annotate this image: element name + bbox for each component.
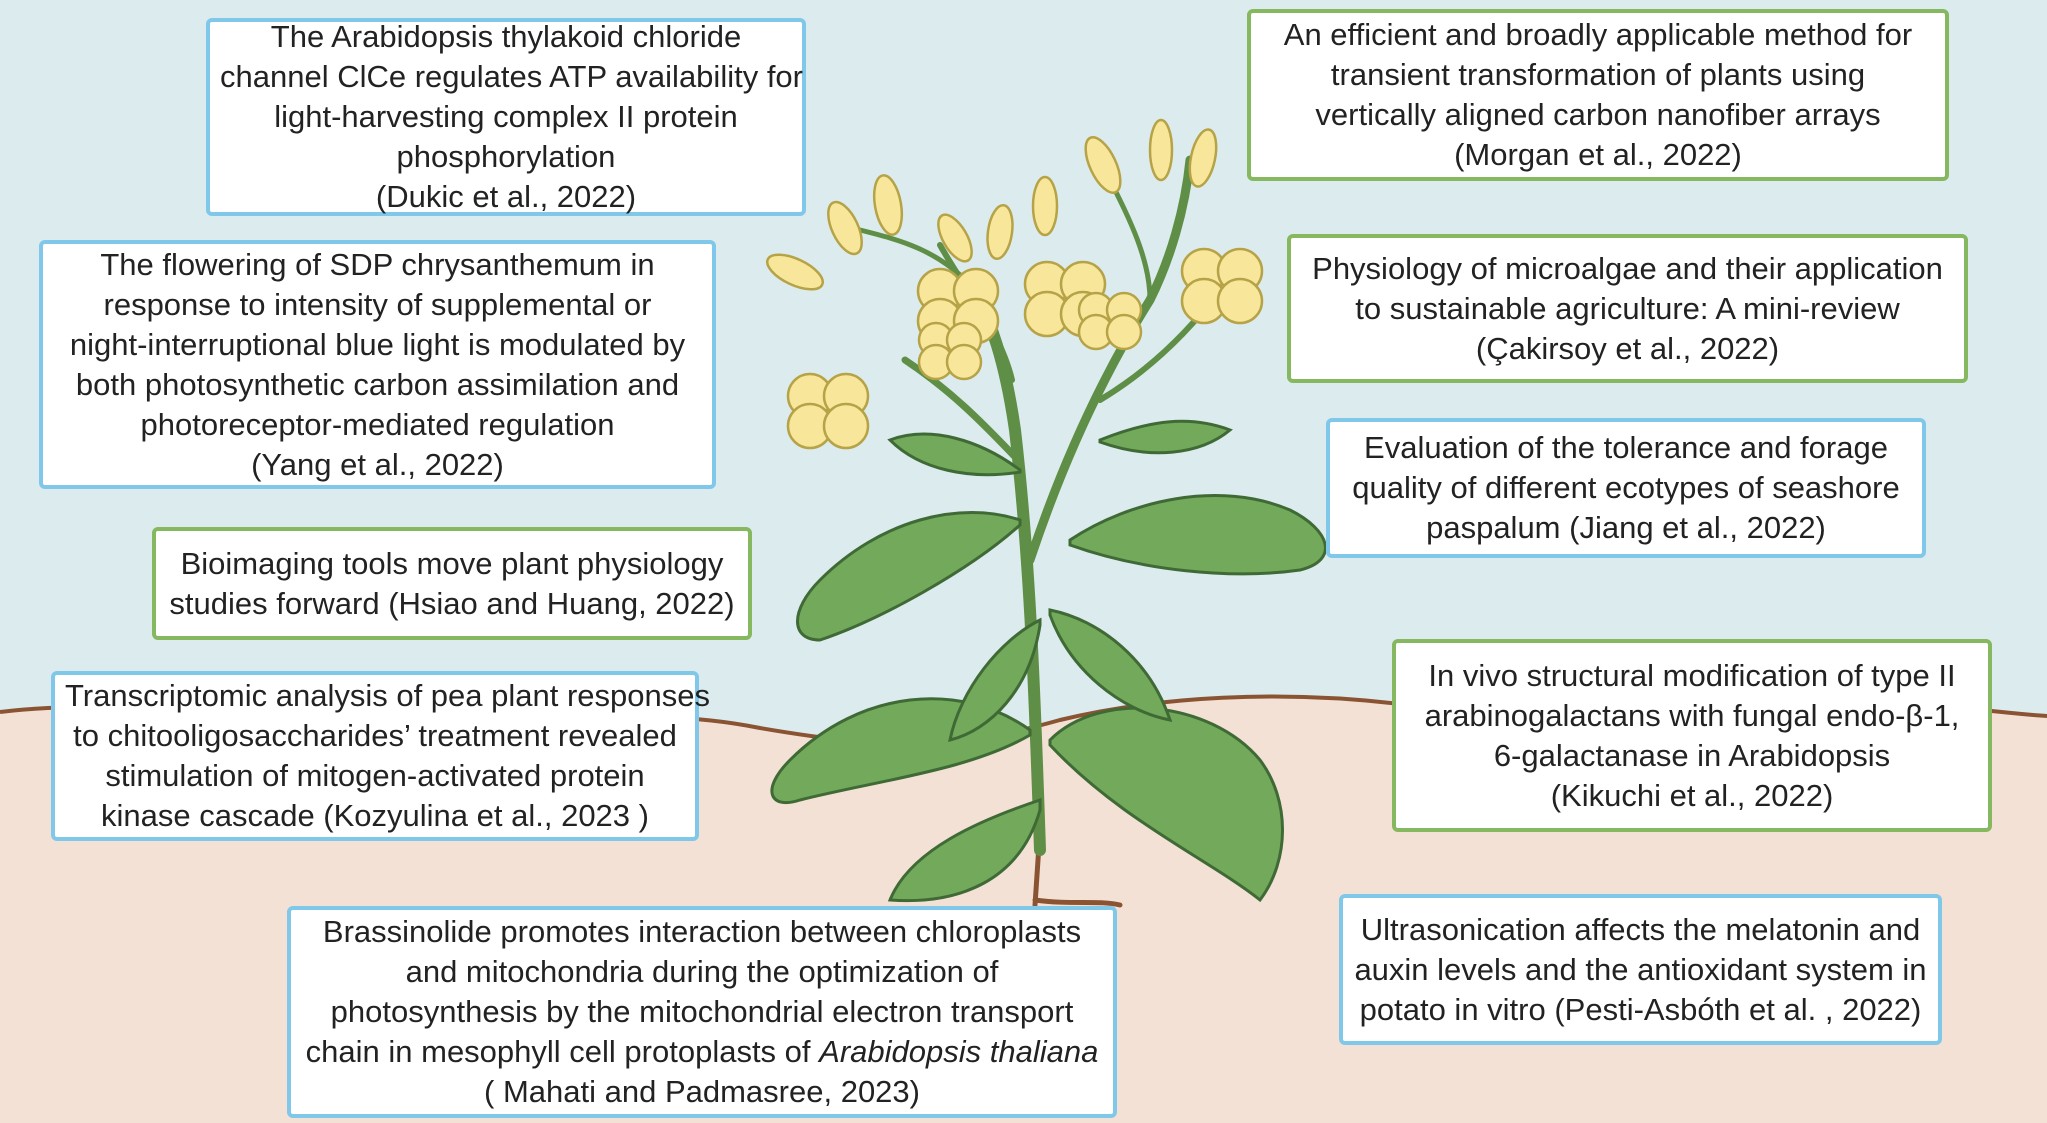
article-box-dukic: The Arabidopsis thylakoid chloride chann…: [206, 18, 806, 216]
plant-branch: [1107, 177, 1153, 303]
flower-bud: [827, 200, 863, 256]
species-name: Arabidopsis thaliana: [819, 1034, 1099, 1069]
article-text-line: In vivo structural modification of type …: [1428, 657, 1956, 693]
article-text-line: Bioimaging tools move plant physiology: [180, 545, 724, 581]
article-text-line: stimulation of mitogen-activated protein: [105, 758, 645, 793]
article-text-line: studies forward (Hsiao and Huang, 2022): [169, 585, 735, 621]
article-text-line: light-harvesting complex II protein: [274, 99, 738, 134]
article-text-line: night-interruptional blue light is modul…: [69, 326, 686, 362]
article-text-line: to sustainable agriculture: A mini-revie…: [1355, 290, 1900, 326]
article-text-line: auxin levels and the antioxidant system …: [1354, 951, 1927, 987]
article-citation: (Kikuchi et al., 2022): [1550, 777, 1834, 813]
flower-bud: [766, 253, 824, 291]
article-text-line: An efficient and broadly applicable meth…: [1283, 17, 1913, 52]
article-box-mahati: Brassinolide promotes interaction betwee…: [287, 906, 1117, 1118]
plant-leaf: [1048, 608, 1173, 722]
flower-bud: [1031, 175, 1059, 237]
article-citation: (Dukic et al., 2022): [375, 179, 637, 214]
article-text-line: phosphorylation: [396, 139, 616, 174]
article-text-line: photosynthesis by the mitochondrial elec…: [330, 994, 1074, 1029]
article-text-line: chain in mesophyll cell protoplasts of A…: [301, 1032, 1103, 1072]
article-box-pesti: Ultrasonication affects the melatonin an…: [1339, 894, 1942, 1045]
plant-leaf: [1098, 419, 1233, 455]
plant-leaf: [1068, 494, 1327, 576]
article-text-line: kinase cascade (Kozyulina et al., 2023 ): [101, 798, 649, 833]
article-box-kikuchi: In vivo structural modification of type …: [1392, 639, 1992, 832]
flower: [917, 321, 983, 381]
article-text-line: both photosynthetic carbon assimilation …: [75, 366, 680, 402]
article-box-cakirsoy: Physiology of microalgae and their appli…: [1287, 234, 1968, 383]
plant-leaf: [796, 511, 1022, 642]
article-box-hsiao: Bioimaging tools move plant physiology s…: [152, 527, 752, 640]
article-text-line: Brassinolide promotes interaction betwee…: [322, 914, 1082, 949]
flower: [1180, 247, 1264, 325]
article-box-kozyulina: Transcriptomic analysis of pea plant res…: [51, 671, 710, 841]
article-text-line: and mitochondria during the optimization…: [405, 954, 999, 989]
article-box-jiang: Evaluation of the tolerance and forage q…: [1326, 418, 1926, 558]
article-text-line: Evaluation of the tolerance and forage: [1364, 430, 1888, 465]
article-citation: ( Mahati and Padmasree, 2023): [484, 1074, 920, 1109]
article-text-line: to chitooligosaccharides’ treatment reve…: [73, 718, 677, 753]
article-citation: (Çakirsoy et al., 2022): [1475, 330, 1780, 366]
article-text-line: The Arabidopsis thylakoid chloride: [270, 19, 742, 54]
flower-bud: [872, 174, 904, 236]
article-text-line: quality of different ecotypes of seashor…: [1352, 470, 1900, 505]
article-text-line: channel ClCe regulates ATP availability …: [220, 59, 803, 94]
flower-bud: [1188, 128, 1218, 188]
article-text-prefix: chain in mesophyll cell protoplasts of: [305, 1034, 820, 1069]
article-text-line: arabinogalactans with fungal endo-β-1,: [1424, 697, 1960, 733]
article-citation: (Yang et al., 2022): [251, 446, 504, 482]
flowers: [786, 247, 1264, 450]
article-text-line: photoreceptor-mediated regulation: [140, 406, 615, 442]
flower-bud: [1148, 118, 1174, 182]
flower-buds: [766, 118, 1218, 291]
flower: [1077, 291, 1143, 351]
article-box-morgan: An efficient and broadly applicable meth…: [1247, 9, 1949, 181]
article-box-yang: The flowering of SDP chrysanthemum in re…: [39, 240, 716, 489]
article-text-line: 6-galactanase in Arabidopsis: [1493, 737, 1891, 773]
article-text-line: paspalum (Jiang et al., 2022): [1426, 510, 1826, 545]
plant-leaf: [887, 432, 1022, 477]
article-text-line: vertically aligned carbon nanofiber arra…: [1315, 97, 1881, 132]
flower-bud: [937, 213, 973, 263]
plant-leaf: [948, 617, 1042, 743]
article-text-line: The flowering of SDP chrysanthemum in: [100, 246, 655, 282]
article-text-line: response to intensity of supplemental or: [103, 286, 652, 322]
article-text-line: transient transformation of plants using: [1330, 57, 1866, 92]
flower-bud: [986, 203, 1014, 261]
plant-leaf: [887, 797, 1042, 903]
flower: [786, 372, 870, 450]
article-text-line: Ultrasonication affects the melatonin an…: [1360, 911, 1921, 947]
article-text-line: Transcriptomic analysis of pea plant res…: [65, 678, 710, 713]
article-text-line: potato in vitro (Pesti-Asbóth et al. , 2…: [1359, 991, 1922, 1027]
flower-bud: [1084, 136, 1122, 194]
article-text-line: Physiology of microalgae and their appli…: [1312, 250, 1943, 286]
article-citation: (Morgan et al., 2022): [1454, 137, 1742, 172]
